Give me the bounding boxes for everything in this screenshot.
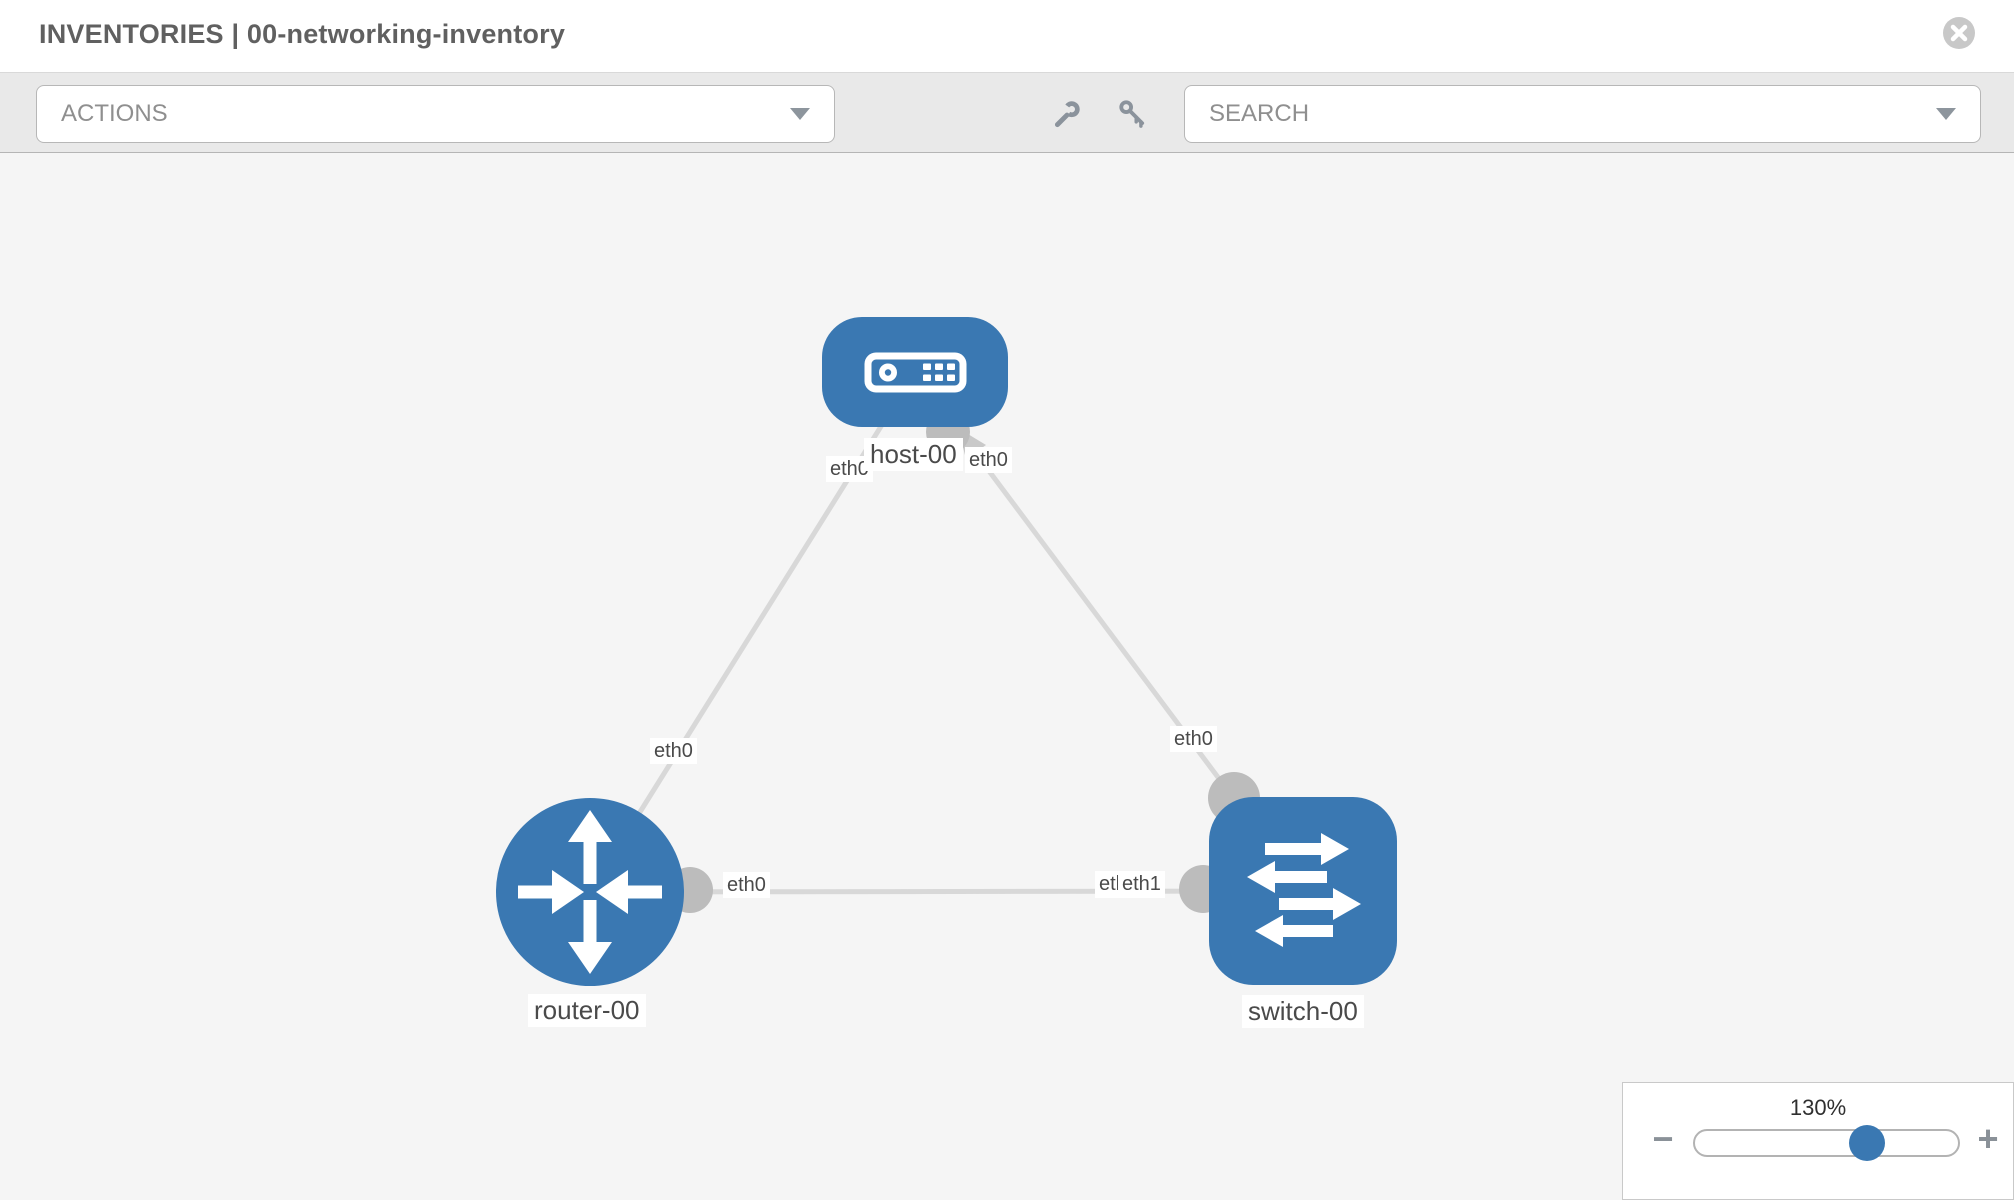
node-switch-00[interactable] <box>1209 797 1397 985</box>
chevron-down-icon <box>790 108 810 120</box>
configure-tools-button[interactable] <box>1051 98 1083 130</box>
node-router-00[interactable] <box>496 798 684 986</box>
close-button[interactable] <box>1942 16 1976 50</box>
link-router-switch <box>589 888 1304 895</box>
interface-label: eth0 <box>1170 726 1217 752</box>
actions-dropdown[interactable]: ACTIONS <box>36 85 835 143</box>
header-bar: INVENTORIES | 00-networking-inventory <box>0 0 2014 73</box>
zoom-out-button[interactable]: − <box>1652 1118 1674 1159</box>
zoom-slider-thumb[interactable] <box>1849 1125 1885 1161</box>
zoom-in-button[interactable]: + <box>1977 1118 1999 1159</box>
node-label-switch: switch-00 <box>1242 995 1364 1028</box>
actions-dropdown-label: ACTIONS <box>61 100 168 127</box>
zoom-level-value: 130% <box>1789 1095 1847 1120</box>
zoom-control-panel: 130% − + <box>1622 1082 2014 1200</box>
interface-label: eth0 <box>723 872 770 898</box>
key-icon <box>1119 100 1145 128</box>
node-label-router: router-00 <box>528 994 646 1027</box>
credentials-button[interactable] <box>1117 98 1149 130</box>
node-label-host: host-00 <box>864 438 963 471</box>
links-layer <box>587 370 1306 913</box>
topology-canvas[interactable] <box>0 154 2014 1200</box>
switch-icon <box>1247 833 1361 947</box>
interface-label: eth1 <box>1118 871 1165 898</box>
search-dropdown[interactable]: SEARCH <box>1184 85 1981 143</box>
interface-label-overlap: eth0 eth1 <box>1095 871 1169 898</box>
interface-label: eth0 <box>650 738 697 764</box>
toolbar: ACTIONS SEARCH <box>0 73 2014 153</box>
close-icon <box>1943 17 1975 49</box>
page-title: INVENTORIES | 00-networking-inventory <box>39 19 566 49</box>
router-icon <box>518 810 662 974</box>
chevron-down-icon <box>1936 108 1956 120</box>
host-icon <box>864 352 967 393</box>
wrench-icon <box>1054 101 1080 128</box>
node-host-00[interactable] <box>822 317 1008 427</box>
search-dropdown-label: SEARCH <box>1209 100 1310 127</box>
zoom-slider[interactable] <box>1693 1125 1960 1161</box>
interface-label: eth0 <box>965 447 1012 473</box>
